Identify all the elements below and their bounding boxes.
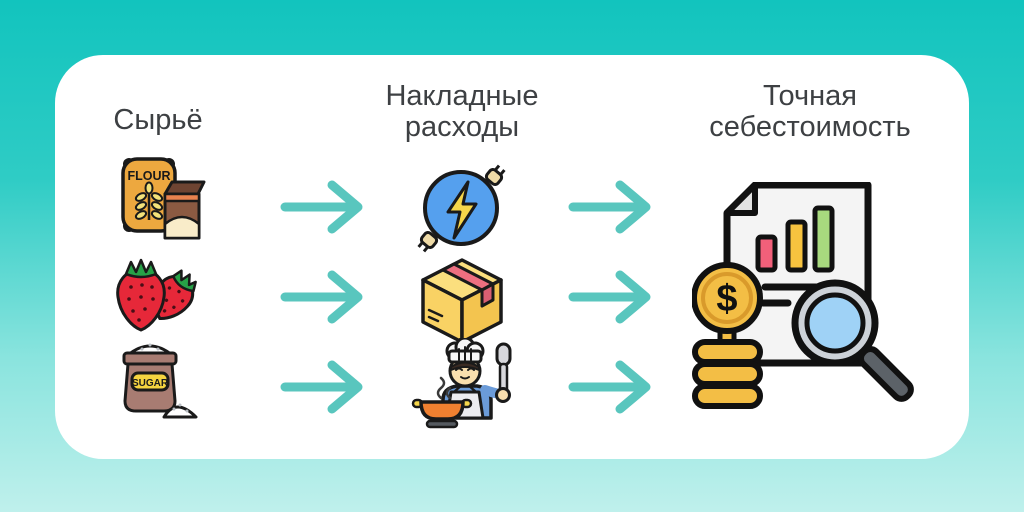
raw-materials-label-text: Сырьё (113, 104, 203, 136)
chef-cooking-icon (411, 338, 519, 433)
flour-bag-icon: FLOUR (113, 152, 208, 242)
arrow-right-icon (280, 357, 370, 417)
cost-analysis-icon: $ (692, 182, 918, 435)
result-label-line1: Точная (763, 80, 857, 112)
arrow-right-icon (568, 177, 658, 237)
sugar-bag-icon: SUGAR (112, 335, 207, 423)
strawberries-icon (105, 249, 200, 334)
raw-materials-label: Сырьё (58, 105, 258, 136)
overhead-costs-label: Накладные расходы (362, 81, 562, 143)
exact-cost-label: Точная себестоимость (680, 81, 940, 143)
cardboard-box-icon (415, 252, 510, 347)
electricity-icon (415, 160, 510, 255)
sugar-text: SUGAR (132, 378, 169, 389)
result-label-line2: себестоимость (709, 111, 911, 143)
overhead-label-line1: Накладные (385, 80, 539, 112)
dollar-sign-text: $ (716, 278, 737, 320)
flour-text: FLOUR (127, 169, 170, 183)
arrow-right-icon (568, 267, 658, 327)
arrow-right-icon (280, 267, 370, 327)
arrow-right-icon (568, 357, 658, 417)
content-card: Сырьё Накладные расходы Точная себестоим… (55, 55, 969, 459)
arrow-right-icon (280, 177, 370, 237)
overhead-label-line2: расходы (404, 111, 520, 143)
